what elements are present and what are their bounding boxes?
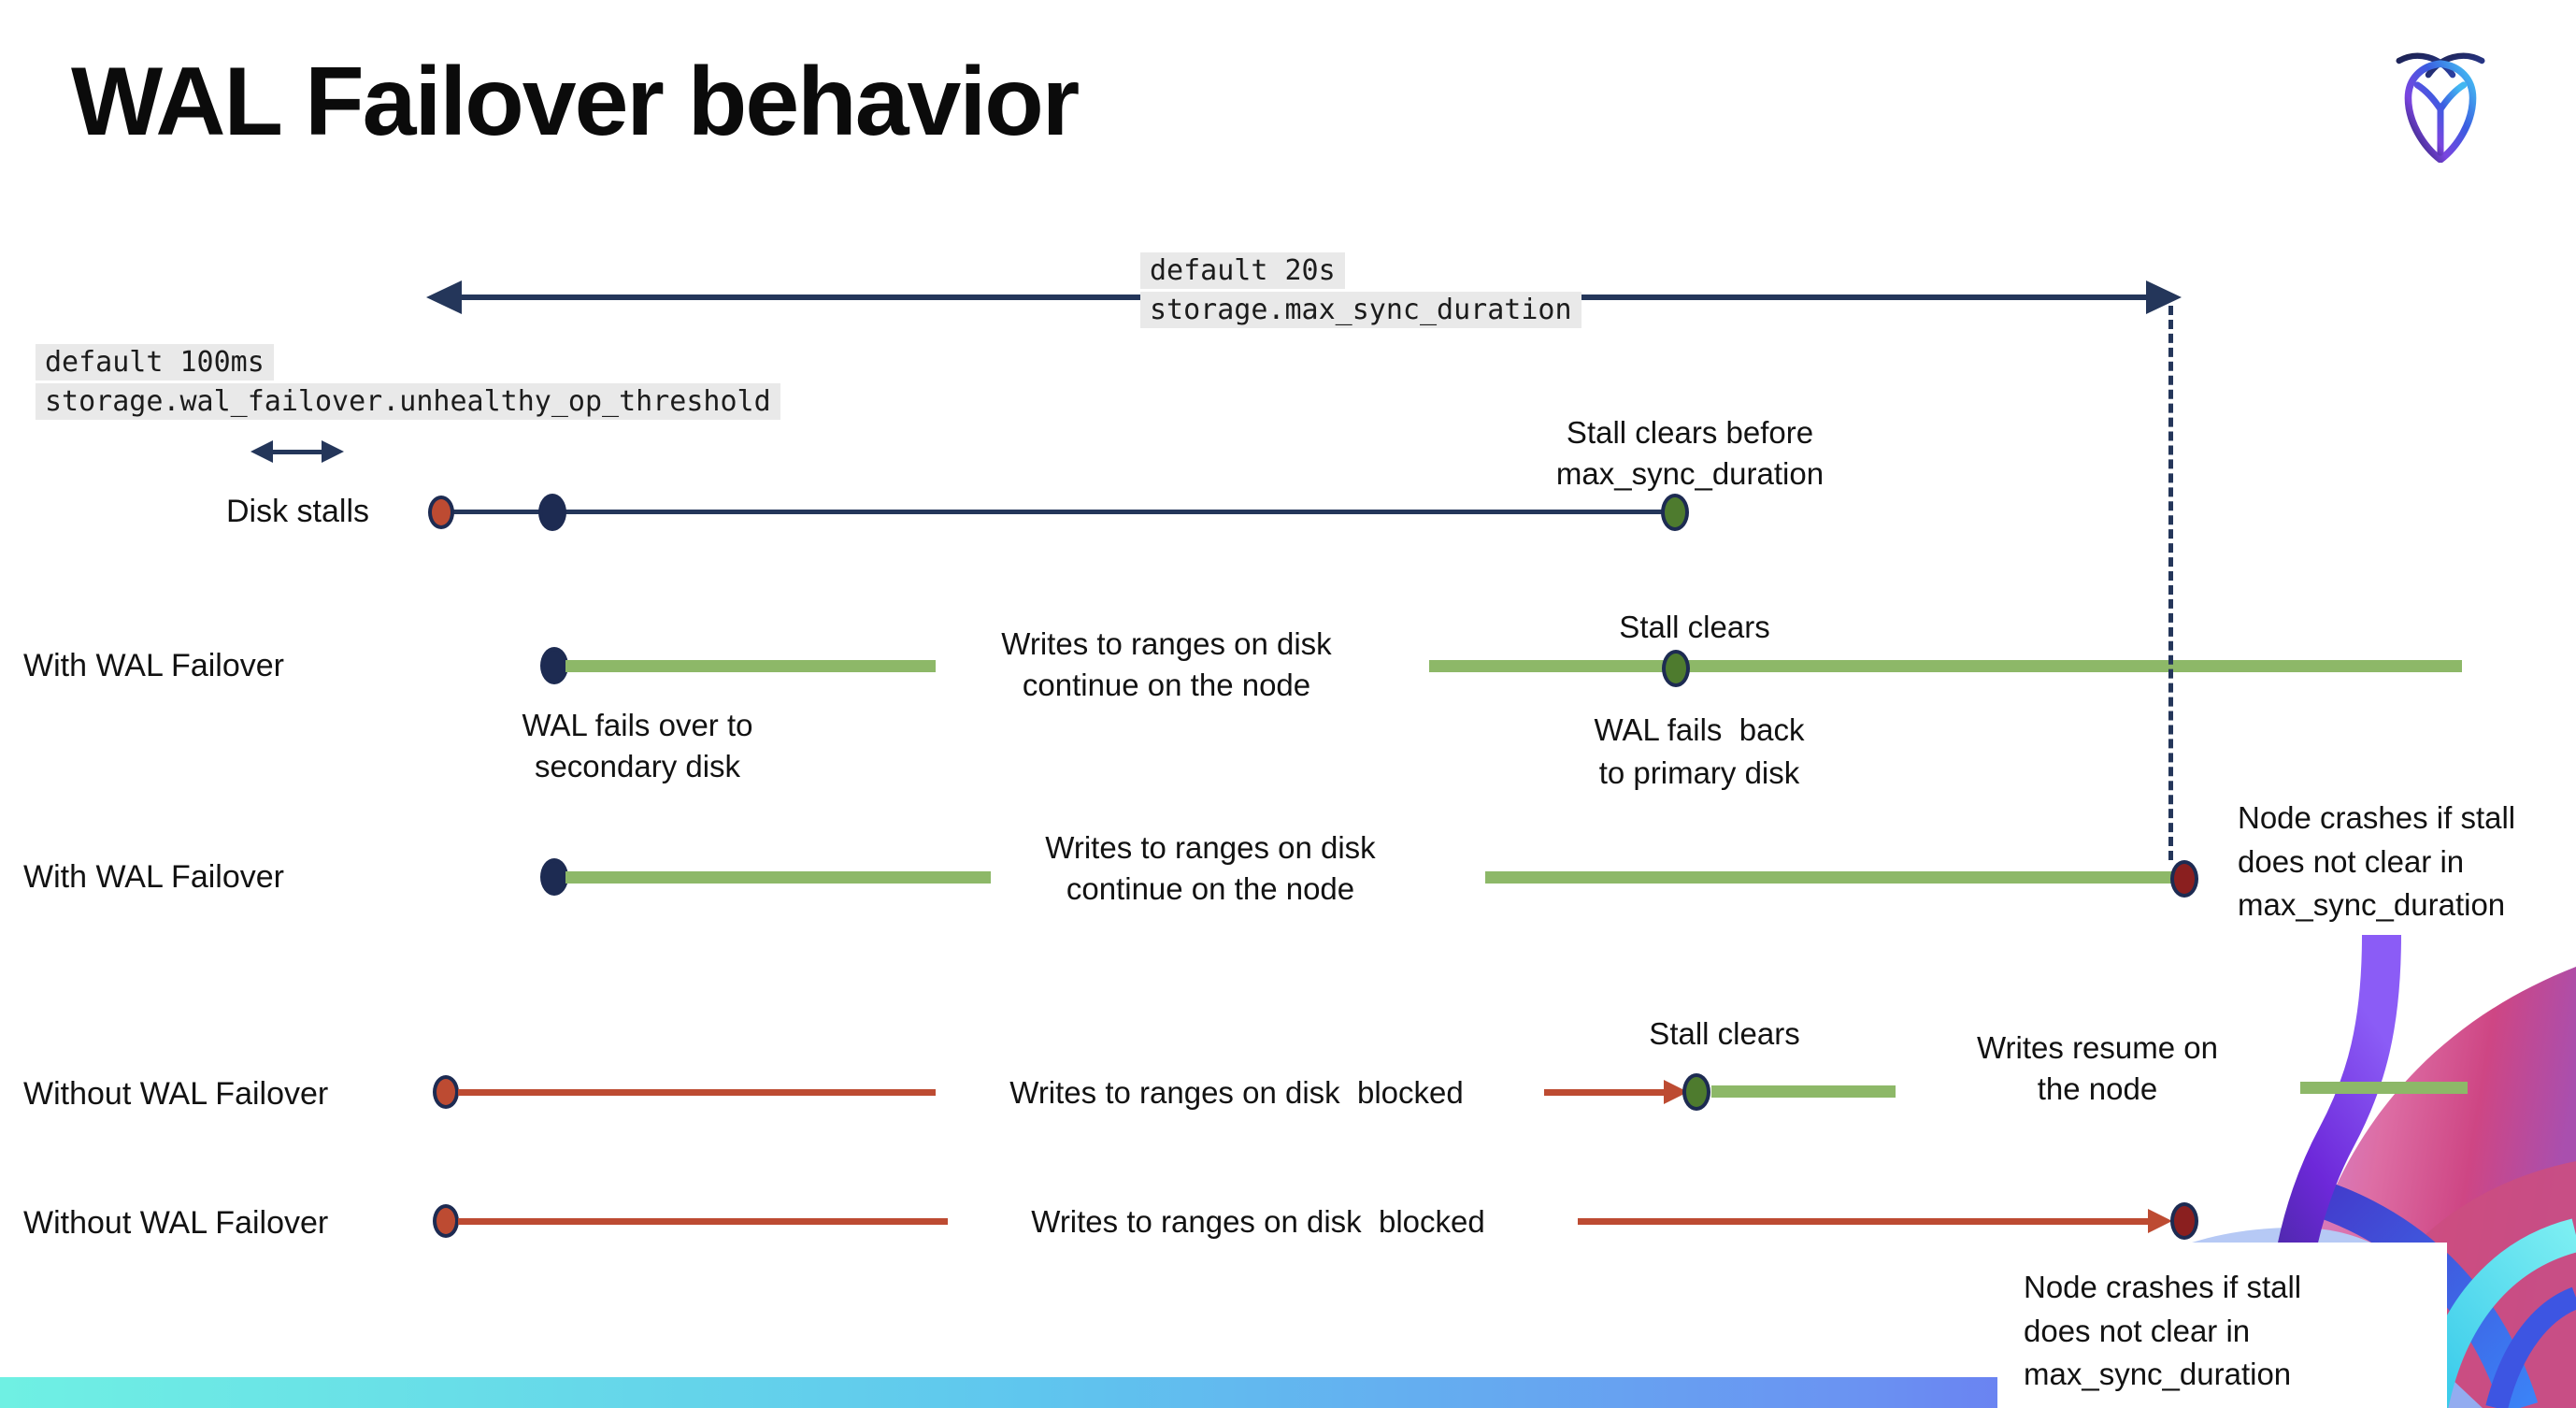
max-sync-setting: storage.max_sync_duration [1140, 292, 1581, 328]
cockroachdb-logo [2396, 52, 2485, 163]
row-disk-stalls-label: Disk stalls [226, 494, 370, 529]
writes-continue2-note2: continue on the node [1066, 871, 1355, 906]
node-crash2-note: Node crashes if stall [2024, 1270, 2302, 1304]
failover-dot [540, 647, 568, 684]
stall-clears-note: Stall clears [1619, 610, 1770, 644]
stall-clear-dot-3 [1682, 1073, 1710, 1111]
writes-continue2-line-a [565, 871, 991, 884]
stall-start-dot [428, 496, 454, 529]
writes-blocked-line-b [1544, 1089, 1666, 1096]
writes-continue2-note: Writes to ranges on disk [1045, 830, 1376, 865]
max-sync-default: default 20s [1140, 252, 1345, 289]
writes-blocked2-line-b [1578, 1218, 2150, 1225]
writes-blocked-note: Writes to ranges on disk blocked [1009, 1075, 1464, 1110]
writes-continue2-line-b [1485, 871, 2180, 884]
stall-clears-before-note2: max_sync_duration [1555, 456, 1825, 491]
writes-resume-line-a [1711, 1085, 1896, 1098]
stall-clear-dot-2 [1662, 650, 1690, 687]
writes-blocked-line-a [458, 1089, 936, 1096]
node-crash-note2: does not clear in [2238, 844, 2465, 879]
threshold-arrow-right-icon [322, 440, 344, 463]
failover-dot-2 [540, 858, 568, 896]
node-crash-dot-2 [2170, 1202, 2198, 1240]
row-without-wal-1-label: Without WAL Failover [23, 1076, 329, 1112]
unhealthy-op-setting: storage.wal_failover.unhealthy_op_thresh… [36, 383, 780, 420]
writes-resume-note: Writes resume on [1977, 1030, 2218, 1065]
page-title: WAL Failover behavior [71, 48, 1080, 156]
wal-failover-note: WAL fails over to [522, 708, 753, 742]
row-without-wal-2-label: Without WAL Failover [23, 1205, 329, 1241]
red-arrowhead-icon-2 [2148, 1209, 2172, 1233]
arrow-left-icon [426, 280, 462, 314]
node-crash-note: Node crashes if stall [2238, 800, 2516, 835]
node-crash2-note2: does not clear in [2024, 1314, 2251, 1348]
disk-stall-timeline [439, 510, 1675, 514]
stall-start-dot-2 [433, 1075, 459, 1109]
writes-continue-line-a [565, 660, 936, 672]
deadline-dashed-line [2168, 306, 2173, 860]
writes-blocked2-line-a [458, 1218, 948, 1225]
node-crash-note3: max_sync_duration [2238, 887, 2506, 922]
row-with-wal-2-label: With WAL Failover [23, 859, 284, 895]
writes-continue-note: Writes to ranges on disk [1001, 626, 1332, 661]
stall-clear-dot [1661, 494, 1689, 531]
node-crash-dot [2170, 860, 2198, 898]
wal-failback-note: WAL fails back [1594, 712, 1805, 747]
threshold-arrow-left-icon [250, 440, 273, 463]
stall-start-dot-3 [433, 1204, 459, 1238]
writes-blocked2-note: Writes to ranges on disk blocked [1031, 1204, 1485, 1239]
writes-continue-line-b [1429, 660, 2462, 672]
row-with-wal-1-label: With WAL Failover [23, 648, 284, 683]
arrow-right-icon [2146, 280, 2182, 314]
writes-resume-line-b [2300, 1082, 2468, 1094]
node-crash-callout [1997, 1243, 2447, 1408]
threshold-arrow-line [269, 450, 322, 454]
failover-threshold-dot [538, 494, 566, 531]
stall-clears-note-2: Stall clears [1649, 1016, 1800, 1051]
writes-continue-note2: continue on the node [1022, 668, 1311, 702]
wal-failover-note2: secondary disk [534, 749, 741, 783]
writes-resume-note2: the node [2037, 1071, 2158, 1106]
stall-clears-before-note: Stall clears before [1566, 415, 1814, 450]
wal-failback-note2: to primary disk [1598, 755, 1800, 790]
unhealthy-op-default: default 100ms [36, 344, 274, 381]
node-crash2-note3: max_sync_duration [2024, 1357, 2292, 1391]
